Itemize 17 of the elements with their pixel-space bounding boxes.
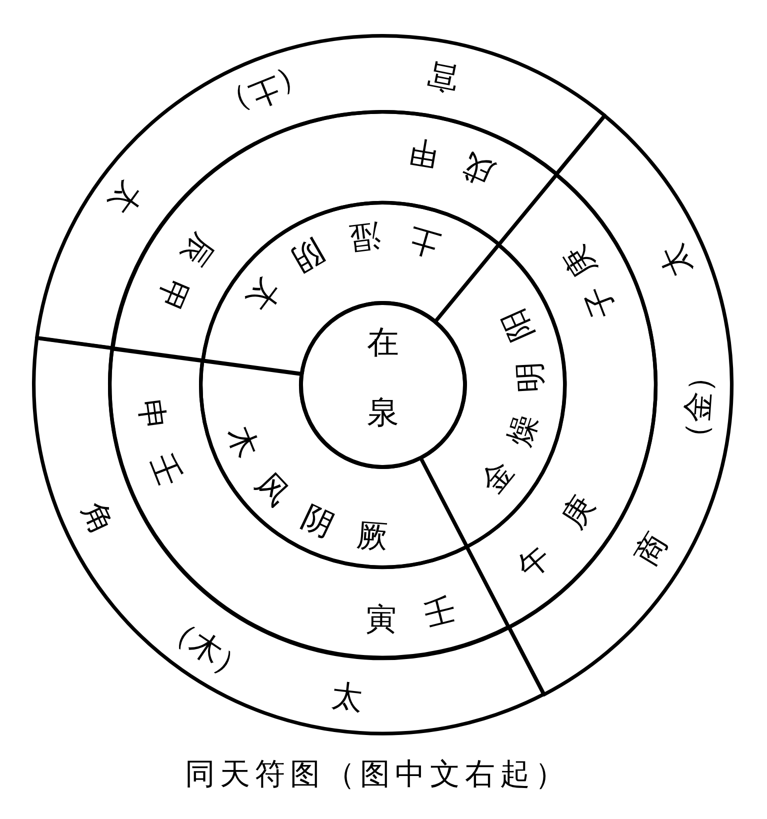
sector-label: 太 — [104, 176, 148, 220]
sector-label: 壬申 — [134, 398, 186, 490]
center-label: 在泉 — [367, 322, 399, 432]
sector-label: 太 — [330, 680, 365, 714]
sector-label: （土） — [216, 60, 314, 124]
sector-label: 壬寅 — [365, 593, 458, 635]
sector-label: 甲戌 — [404, 135, 500, 191]
sector-label: 庚子 — [558, 240, 620, 322]
sector-label: 商 — [629, 528, 672, 570]
sector-label: （金） — [680, 360, 717, 454]
caption: 同天符图（图中文右起） — [185, 760, 570, 790]
sector-label: 角 — [78, 497, 119, 538]
sector-label: 甲辰 — [152, 228, 220, 316]
sector-label: （木） — [158, 608, 253, 687]
sector-label: 太阴湿土 — [242, 220, 444, 317]
sector-label: 太 — [655, 240, 696, 282]
sector-label: 宫 — [424, 58, 462, 95]
